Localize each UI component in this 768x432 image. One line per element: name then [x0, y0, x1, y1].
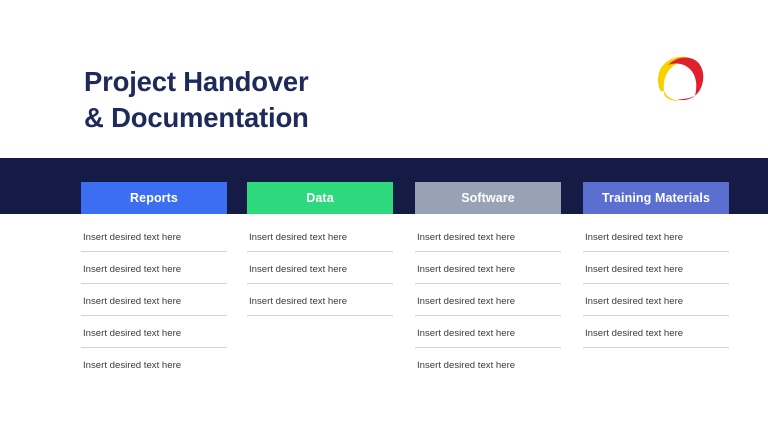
row-divider: [81, 251, 227, 252]
row-divider: [415, 283, 561, 284]
list-item-text: Insert desired text here: [83, 232, 182, 243]
row-divider: [583, 283, 729, 284]
row-divider: [247, 251, 393, 252]
list-item[interactable]: Insert desired text here: [583, 323, 729, 355]
list-item[interactable]: Insert desired text here: [415, 259, 561, 291]
row-divider: [247, 315, 393, 316]
list-item[interactable]: Insert desired text here: [247, 259, 393, 291]
list-item[interactable]: Insert desired text here: [81, 291, 227, 323]
list-item[interactable]: Insert desired text here: [247, 291, 393, 323]
list-item-text: Insert desired text here: [249, 232, 348, 243]
row-divider: [583, 315, 729, 316]
list-item[interactable]: Insert desired text here: [81, 355, 227, 387]
list-item-text: Insert desired text here: [585, 264, 684, 275]
list-item-text: Insert desired text here: [83, 264, 182, 275]
row-divider: [247, 283, 393, 284]
list-item-text: Insert desired text here: [83, 360, 182, 371]
list-item-text: Insert desired text here: [417, 296, 516, 307]
brand-logo-icon: [652, 50, 708, 106]
row-divider: [81, 347, 227, 348]
list-item[interactable]: Insert desired text here: [81, 227, 227, 259]
page-title: Project Handover & Documentation: [84, 64, 544, 136]
column-header-reports[interactable]: Reports: [81, 182, 227, 214]
column-header-data[interactable]: Data: [247, 182, 393, 214]
column-rows-training-materials: Insert desired text here Insert desired …: [583, 227, 729, 355]
row-divider: [583, 251, 729, 252]
list-item-text: Insert desired text here: [585, 296, 684, 307]
list-item[interactable]: Insert desired text here: [415, 291, 561, 323]
list-item-text: Insert desired text here: [585, 328, 684, 339]
column-reports: Reports Insert desired text here Insert …: [81, 182, 227, 387]
list-item-text: Insert desired text here: [249, 296, 348, 307]
list-item-text: Insert desired text here: [83, 328, 182, 339]
column-data: Data Insert desired text here Insert des…: [247, 182, 393, 323]
row-divider: [583, 347, 729, 348]
list-item[interactable]: Insert desired text here: [583, 227, 729, 259]
list-item-text: Insert desired text here: [585, 232, 684, 243]
list-item[interactable]: Insert desired text here: [583, 259, 729, 291]
column-rows-reports: Insert desired text here Insert desired …: [81, 227, 227, 387]
list-item-text: Insert desired text here: [417, 328, 516, 339]
column-header-software[interactable]: Software: [415, 182, 561, 214]
list-item[interactable]: Insert desired text here: [247, 227, 393, 259]
column-software: Software Insert desired text here Insert…: [415, 182, 561, 387]
list-item-text: Insert desired text here: [249, 264, 348, 275]
list-item[interactable]: Insert desired text here: [81, 323, 227, 355]
row-divider: [415, 251, 561, 252]
title-line-2: & Documentation: [84, 102, 309, 133]
list-item-text: Insert desired text here: [417, 360, 516, 371]
column-rows-software: Insert desired text here Insert desired …: [415, 227, 561, 387]
list-item[interactable]: Insert desired text here: [583, 291, 729, 323]
row-divider: [415, 315, 561, 316]
title-line-1: Project Handover: [84, 66, 309, 97]
row-divider: [415, 347, 561, 348]
column-training-materials: Training Materials Insert desired text h…: [583, 182, 729, 355]
column-rows-data: Insert desired text here Insert desired …: [247, 227, 393, 323]
list-item-text: Insert desired text here: [417, 264, 516, 275]
column-header-training-materials[interactable]: Training Materials: [583, 182, 729, 214]
list-item-text: Insert desired text here: [83, 296, 182, 307]
list-item[interactable]: Insert desired text here: [415, 227, 561, 259]
list-item-text: Insert desired text here: [417, 232, 516, 243]
list-item[interactable]: Insert desired text here: [415, 323, 561, 355]
list-item[interactable]: Insert desired text here: [415, 355, 561, 387]
row-divider: [81, 315, 227, 316]
list-item[interactable]: Insert desired text here: [81, 259, 227, 291]
row-divider: [81, 283, 227, 284]
